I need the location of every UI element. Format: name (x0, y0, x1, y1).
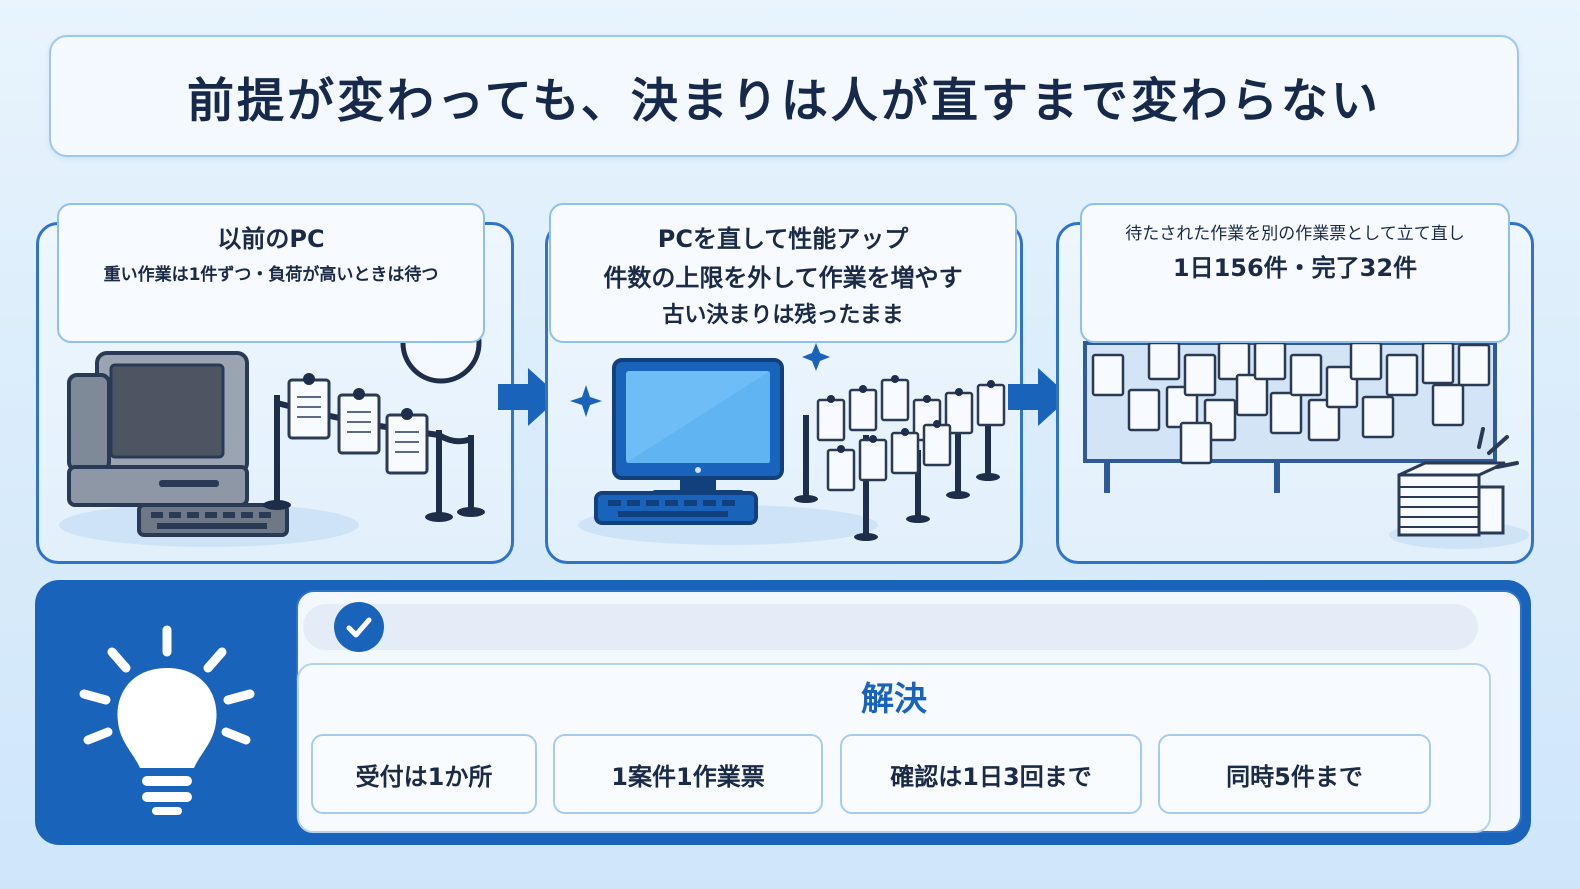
rule-one-ticket-per-case: 1案件1作業票 (553, 734, 823, 814)
check-bar (303, 604, 1478, 650)
lightbulb-icon (79, 625, 255, 815)
rule-concurrency-limit: 同時5件まで (1158, 734, 1431, 814)
check-icon (334, 602, 384, 652)
panel-result-caption: 待たされた作業を別の作業票として立て直し 1日156件・完了32件 (1080, 203, 1510, 343)
right-arrow-icon (498, 368, 560, 426)
rule-review-limit: 確認は1日3回まで (840, 734, 1142, 814)
panel-before-heading: 以前のPC (217, 225, 325, 253)
rule-single-intake: 受付は1か所 (311, 734, 537, 814)
ticket-board-illustration (1083, 341, 1529, 549)
old-pc-illustration (59, 302, 485, 547)
right-arrow-icon (1008, 368, 1070, 426)
panel-upgrade-line-3: 古い決まりは残ったまま (662, 303, 904, 328)
new-pc-illustration (570, 343, 1006, 545)
panel-upgrade-line-1: PCを直して性能アップ (657, 225, 909, 253)
solution-heading: 解決 (861, 679, 927, 718)
panel-before-caption: 以前のPC 重い作業は1件ずつ・負荷が高いときは待つ (57, 203, 485, 343)
title-banner: 前提が変わっても、決まりは人が直すまで変わらない (49, 35, 1519, 157)
panel-upgrade-line-2: 件数の上限を外して作業を増やす (603, 264, 963, 292)
panel-before-line-1: 重い作業は1件ずつ・負荷が高いときは待つ (103, 265, 439, 285)
panel-result-line-1: 待たされた作業を別の作業票として立て直し (1125, 224, 1465, 244)
page-title: 前提が変わっても、決まりは人が直すまで変わらない (187, 73, 1381, 129)
panel-result-line-2: 1日156件・完了32件 (1172, 254, 1418, 282)
panel-upgrade-caption: PCを直して性能アップ 件数の上限を外して作業を増やす 古い決まりは残ったまま (549, 203, 1017, 343)
